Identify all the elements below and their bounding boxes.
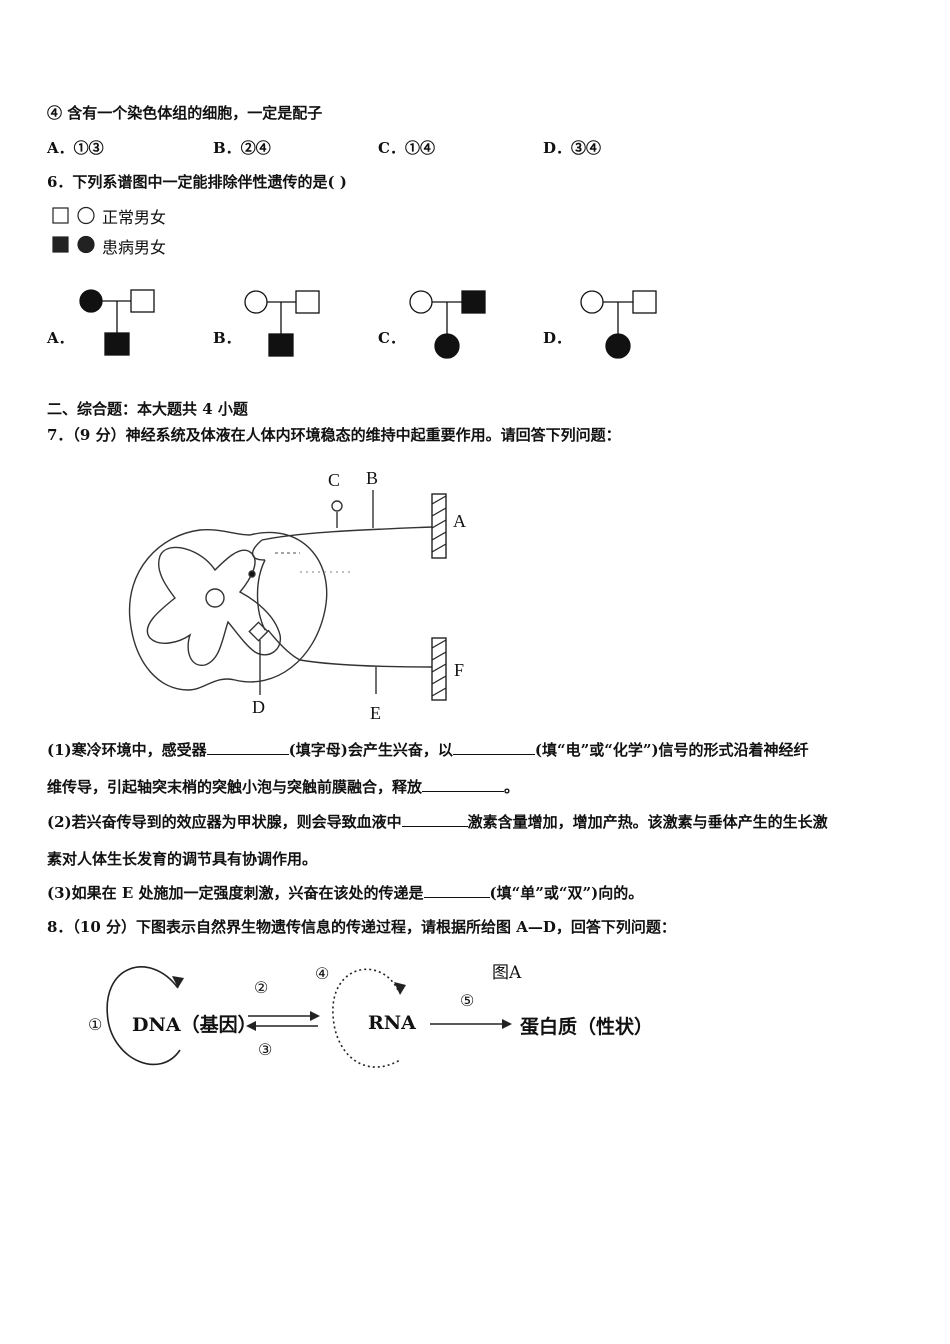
legend-normal-label: 正常男女 [102,208,167,227]
figure-label-a: A [453,511,466,531]
q7-part2-line2: 素对人体生长发育的调节具有协调作用。 [47,850,318,868]
figure-label-d: D [252,697,265,717]
figure-label-e: E [370,703,381,723]
answer-blank-5[interactable] [423,883,490,898]
legend-affected-female-circle [77,235,95,254]
step-4-rna-replication: ④ [315,964,330,983]
pedigree-a [79,289,155,356]
figure-label-b: B [366,468,379,488]
step-3-reverse-transcription: ③ [258,1040,273,1059]
section-2-title: 二、综合题：本大题共 4 小题 [47,400,248,418]
answer-blank-2[interactable] [452,740,535,755]
pedigree-b [244,290,320,357]
rna-label: RNA [368,1012,416,1034]
figure-label-c: C [328,470,341,490]
legend-normal-female-circle [77,206,95,225]
protein-trait-label: 蛋白质（性状） [520,1016,654,1038]
reflex-arc-figure [128,490,433,695]
legend-normal-male-square [52,207,69,224]
dna-gene-label: DNA（基因） [132,1014,257,1036]
answer-blank-4[interactable] [401,812,468,827]
effector-f-muscle [431,637,447,701]
q7-part3: (3)如果在 E 处施加一定强度刺激，兴奋在该处的传递是(填“单”或“双”)向的… [47,883,644,902]
figure-label-f: F [454,660,465,680]
answer-blank-3[interactable] [422,777,505,792]
q6-option-c-label: C． [378,329,405,347]
figure-a-title: 图A [492,963,522,983]
q7-stem: 7．（9 分）神经系统及体液在人体内环境稳态的维持中起重要作用。请回答下列问题： [47,426,621,444]
q6-option-a-label: A． [47,329,74,347]
q6-option-b-label: B． [213,329,241,347]
step-2-transcription: ② [254,978,269,997]
effector-a-muscle [431,493,447,559]
q6-stem: 6．下列系谱图中一定能排除伴性遗传的是( ) [47,173,347,191]
q7-part1-line2: 维传导，引起轴突末梢的突触小泡与突触前膜融合，释放。 [47,777,520,796]
q7-part2-line1: (2)若兴奋传导到的效应器为甲状腺，则会导致血液中激素含量增加，增加产热。该激素… [47,812,828,831]
pedigree-d [580,290,657,359]
q5-option-b: B．②④ [213,139,271,157]
step-5-translation: ⑤ [460,991,475,1010]
q8-stem: 8．（10 分）下图表示自然界生物遗传信息的传递过程，请根据所给图 A—D，回答… [47,918,676,936]
q5-item-4: ④ 含有一个染色体组的细胞，一定是配子 [47,104,323,122]
answer-blank-1[interactable] [206,740,289,755]
legend-affected-label: 患病男女 [102,238,167,257]
q5-option-a: A．①③ [47,139,104,157]
q5-option-c: C．①④ [378,139,435,157]
q6-option-d-label: D． [543,329,572,347]
step-1-replication: ① [88,1015,103,1034]
pedigree-c [409,290,486,359]
legend-affected-male-square [52,236,69,253]
q7-part1-line1: (1)寒冷环境中，感受器(填字母)会产生兴奋，以(填“电”或“化学”)信号的形式… [47,740,809,759]
q5-option-d: D．③④ [543,139,602,157]
